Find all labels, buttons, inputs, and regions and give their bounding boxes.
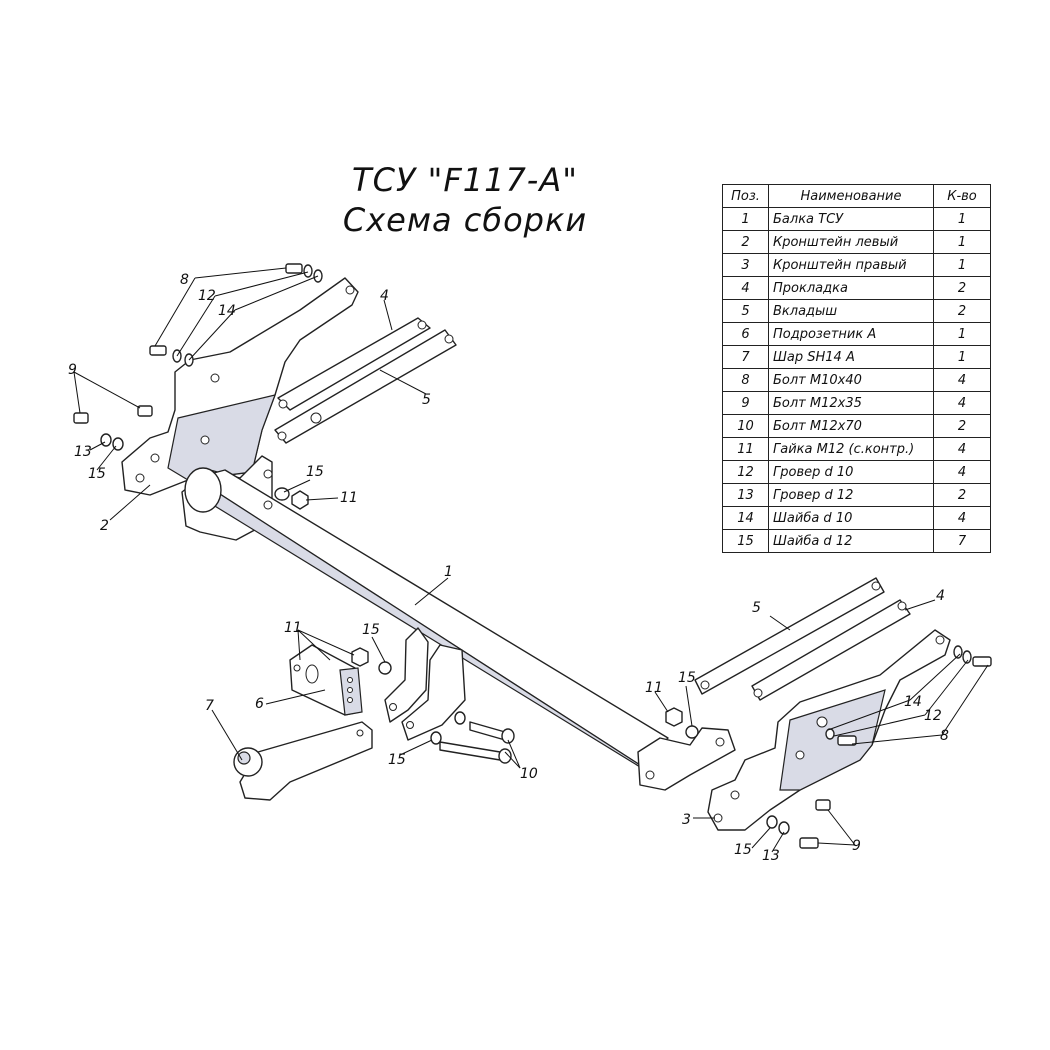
cell-qty: 1	[933, 230, 991, 254]
callout-13-upper: 13	[74, 444, 92, 460]
callout-11-right: 11	[645, 680, 663, 696]
cell-name: Шар SH14 A	[768, 345, 934, 369]
callout-15-upper-mid: 15	[306, 464, 324, 480]
callout-9-upper: 9	[68, 362, 77, 378]
drawing-title: ТСУ "F117-A" Схема сборки	[330, 160, 600, 240]
cell-qty: 2	[933, 414, 991, 438]
callout-11-socket: 11	[284, 620, 302, 636]
right-plates	[694, 577, 911, 701]
callout-1: 1	[444, 564, 453, 580]
callout-15-lower-right: 15	[734, 842, 752, 858]
upper-fasteners	[73, 263, 323, 510]
upper-plates	[274, 317, 457, 444]
cell-qty: 2	[933, 299, 991, 323]
right-fasteners	[766, 645, 992, 849]
cell-pos: 11	[722, 437, 769, 461]
callout-10: 10	[520, 766, 538, 782]
cell-pos: 13	[722, 483, 769, 507]
callout-4-right: 4	[936, 588, 945, 604]
socket-plate	[289, 644, 392, 716]
callout-6: 6	[255, 696, 264, 712]
callout-4-upper: 4	[380, 288, 389, 304]
cell-qty: 1	[933, 207, 991, 231]
callout-5-upper: 5	[422, 392, 431, 408]
cell-pos: 5	[722, 299, 769, 323]
title-line-2: Схема сборки	[342, 201, 588, 239]
callout-15-upper-left: 15	[88, 466, 106, 482]
tow-ball	[233, 721, 373, 801]
header-pos: Поз.	[722, 184, 769, 208]
cell-name: Шайба d 12	[768, 529, 934, 553]
title-line-1: ТСУ "F117-A"	[352, 161, 578, 199]
cell-qty: 7	[933, 529, 991, 553]
callout-14-upper: 14	[218, 303, 236, 319]
cell-name: Шайба d 10	[768, 506, 934, 530]
callout-13-lower-right: 13	[762, 848, 780, 864]
callout-7: 7	[205, 698, 214, 714]
callout-12-right: 12	[924, 708, 942, 724]
cell-name: Гровер d 12	[768, 483, 934, 507]
cell-pos: 7	[722, 345, 769, 369]
cell-qty: 4	[933, 368, 991, 392]
cell-pos: 4	[722, 276, 769, 300]
main-beam	[181, 455, 736, 791]
parts-table-header: Поз. Наименование К-во	[722, 184, 991, 208]
callouts: 8 12 14 9 13 15 2 4 5 15 11 1 11 15 6 7 …	[68, 272, 949, 864]
cell-pos: 14	[722, 506, 769, 530]
callout-12-upper: 12	[198, 288, 216, 304]
cell-name: Прокладка	[768, 276, 934, 300]
cell-name: Вкладыш	[768, 299, 934, 323]
callout-8-right: 8	[940, 728, 949, 744]
cell-qty: 1	[933, 345, 991, 369]
callout-3: 3	[682, 812, 691, 828]
cell-qty: 2	[933, 483, 991, 507]
callout-15-socket: 15	[362, 622, 380, 638]
cell-pos: 10	[722, 414, 769, 438]
callout-9-lower-right: 9	[852, 838, 861, 854]
cell-name: Болт М12х35	[768, 391, 934, 415]
callout-15-right: 15	[678, 670, 696, 686]
cell-name: Болт М10х40	[768, 368, 934, 392]
callout-11-upper: 11	[340, 490, 358, 506]
cell-qty: 4	[933, 506, 991, 530]
callout-5-right: 5	[752, 600, 761, 616]
callout-8-upper: 8	[180, 272, 189, 288]
lower-bolts	[430, 707, 699, 764]
left-bracket	[121, 277, 359, 496]
callout-15-lower-mid: 15	[388, 752, 406, 768]
callout-2: 2	[100, 518, 109, 534]
cell-qty: 2	[933, 276, 991, 300]
center-brackets	[384, 627, 466, 741]
callout-14-right: 14	[904, 694, 922, 710]
leader-lines	[73, 267, 989, 853]
cell-name: Гровер d 10	[768, 460, 934, 484]
header-qty: К-во	[933, 184, 991, 208]
